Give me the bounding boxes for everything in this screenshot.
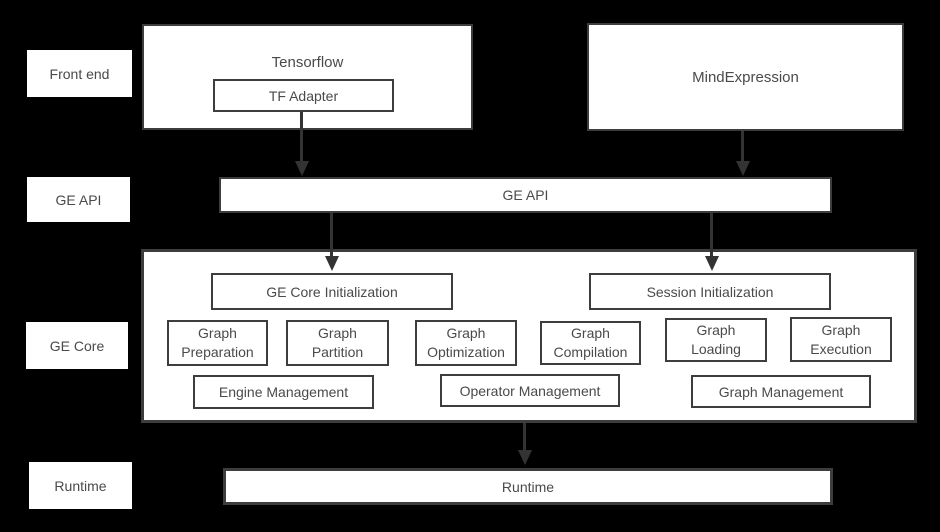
arrowhead-down-icon: [325, 256, 339, 271]
box-graph-optimization: Graph Optimization: [415, 320, 517, 366]
box-graph-preparation: Graph Preparation: [167, 320, 268, 366]
arrowhead-down-icon: [736, 161, 750, 176]
box-operator-management: Operator Management: [440, 374, 620, 407]
box-graph-loading: Graph Loading: [665, 318, 767, 362]
ge-api-box: GE API: [219, 177, 832, 213]
arrowhead-down-icon: [705, 256, 719, 271]
box-ge-core-initialization: GE Core Initialization: [211, 273, 453, 310]
box-graph-management: Graph Management: [691, 375, 871, 408]
runtime-box: Runtime: [223, 468, 833, 505]
box-graph-compilation: Graph Compilation: [540, 321, 641, 365]
arrow-line: [523, 423, 526, 451]
arrowhead-down-icon: [518, 450, 532, 465]
arrow-line: [330, 213, 333, 257]
tensorflow-title: Tensorflow: [271, 54, 344, 71]
row-label-ge-core: GE Core: [26, 322, 128, 369]
box-session-initialization: Session Initialization: [589, 273, 831, 310]
row-label-runtime: Runtime: [29, 462, 132, 509]
tf-adapter-box: TF Adapter: [213, 79, 394, 112]
arrow-line: [300, 112, 303, 162]
box-graph-execution: Graph Execution: [790, 317, 892, 362]
box-engine-management: Engine Management: [193, 375, 374, 409]
ge-core-box: GE Core Initialization Session Initializ…: [141, 249, 917, 423]
arrow-line: [710, 213, 713, 257]
box-graph-partition: Graph Partition: [286, 320, 389, 366]
mindexpression-box: MindExpression: [587, 23, 904, 131]
row-label-front-end: Front end: [27, 50, 132, 97]
row-label-ge-api: GE API: [27, 177, 130, 222]
arrow-line: [741, 131, 744, 162]
arrowhead-down-icon: [295, 161, 309, 176]
tensorflow-box: Tensorflow TF Adapter: [142, 24, 473, 130]
